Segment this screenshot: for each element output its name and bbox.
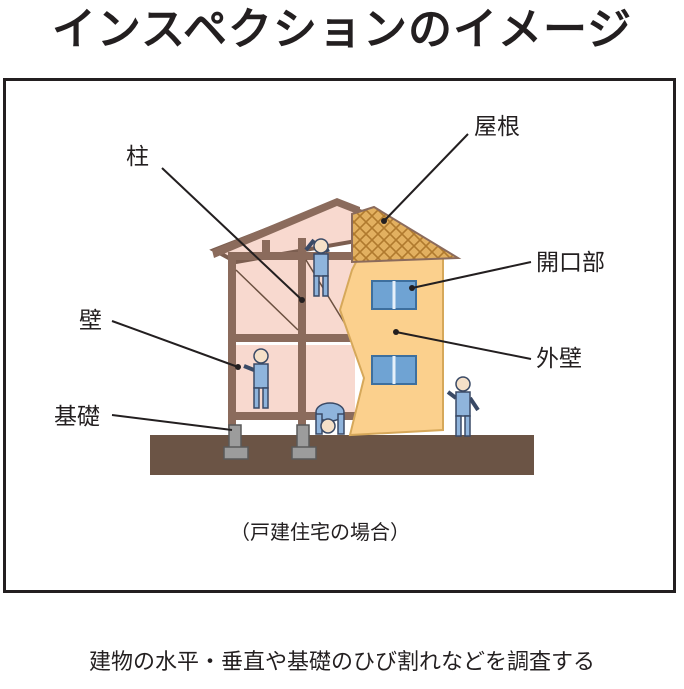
leader-lines: [111, 133, 532, 431]
ground: [150, 435, 534, 475]
label-opening: 開口部: [536, 250, 605, 276]
label-roof: 屋根: [474, 114, 520, 140]
worker-crawling: [315, 402, 345, 435]
caption: （戸建住宅の場合）: [230, 520, 410, 544]
label-exterior-wall: 外壁: [536, 346, 582, 372]
label-wall: 壁: [79, 308, 102, 334]
exterior-wall: [338, 257, 444, 437]
window-lower: [371, 355, 417, 385]
worker-outside: [446, 376, 480, 437]
roof-tiles: [351, 205, 462, 264]
foundation-posts: [223, 424, 317, 460]
description-text: 建物の水平・垂直や基礎のひび割れなどを調査する: [88, 650, 595, 675]
page-title: インスペクションのイメージ: [51, 4, 633, 55]
worker-middle: [243, 348, 269, 409]
worker-upper: [304, 238, 330, 297]
window-upper: [371, 280, 417, 310]
label-pillar: 柱: [126, 144, 149, 170]
label-foundation: 基礎: [54, 404, 100, 430]
